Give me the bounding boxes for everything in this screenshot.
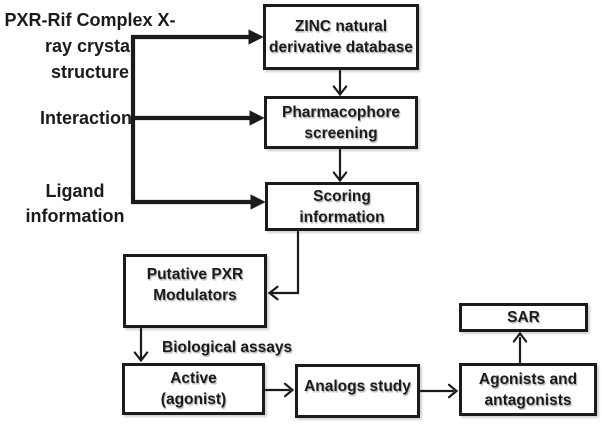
box-putative-pxr-modulators: Putative PXR Modulators xyxy=(123,254,267,328)
arrow-analogs-to-agonists xyxy=(419,383,459,399)
label-biological-assays: Biological assays xyxy=(162,339,293,356)
arrow-pharmacophore-to-scoring xyxy=(332,148,348,183)
label-interaction: Interaction xyxy=(39,108,132,128)
box-agonists-and-antagonists: Agonists and antagonists xyxy=(459,363,597,416)
box-sar: SAR xyxy=(459,303,588,332)
arrow-crystal-to-zinc xyxy=(131,29,264,45)
arrow-active-to-analogs xyxy=(264,382,295,398)
arrow-agonists-to-sar xyxy=(512,331,528,364)
box-analogs-study: Analogs study xyxy=(295,364,420,418)
box-scoring-information: Scoring information xyxy=(265,182,419,231)
arrow-putative-to-active xyxy=(133,327,149,363)
arrow-interaction-to-pharmacophore xyxy=(131,110,265,126)
arrow-ligand-to-scoring xyxy=(131,194,266,210)
arrow-zinc-to-pharmacophore xyxy=(332,69,348,97)
label-ligand-information: Ligand information xyxy=(25,181,125,226)
box-active-agonist: Active (agonist) xyxy=(122,363,265,415)
label-pxr-rif-crystal-structure: PXR-Rif Complex X- ray crystal structure xyxy=(4,10,176,82)
box-pharmacophore-screening: Pharmacophore screening xyxy=(264,96,418,149)
arrow-scoring-to-putative xyxy=(267,230,300,301)
box-zinc-natural-derivative-database: ZINC natural derivative database xyxy=(263,4,419,70)
